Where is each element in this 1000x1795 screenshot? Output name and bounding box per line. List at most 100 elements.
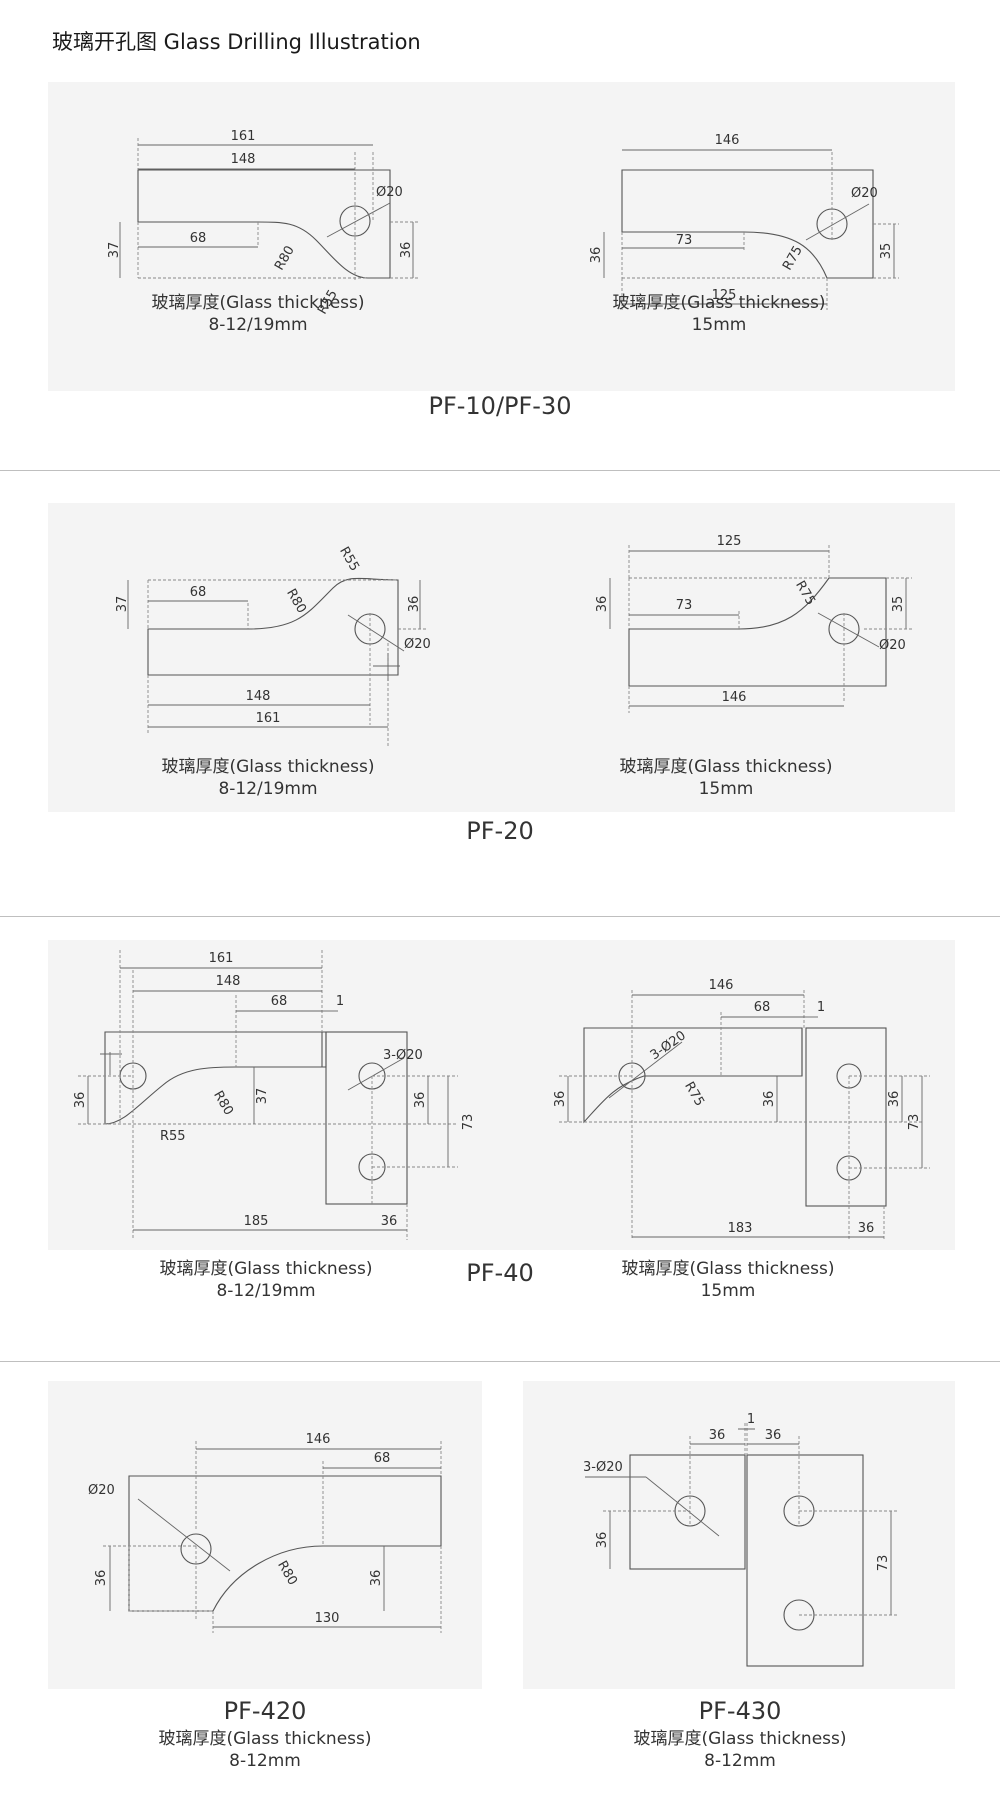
- drawing-panel-pf40-right: 146 68 1 36 36 36 73 R75 3-Ø20 183 36: [484, 940, 955, 1250]
- model-label-pf10-pf30: PF-10/PF-30: [428, 392, 572, 420]
- dim-hole: Ø20: [404, 637, 431, 652]
- dim-130: 130: [315, 1611, 340, 1626]
- dim-73: 73: [676, 233, 693, 248]
- dim-68: 68: [190, 231, 207, 246]
- dim-125: 125: [712, 288, 737, 303]
- drawing-pf430: 1 36 36 3-Ø20 36 73: [583, 1412, 898, 1667]
- drawing-panel-pf420: 146 68 Ø20 36 36 R80 130: [48, 1381, 482, 1689]
- dim-hole: Ø20: [376, 185, 403, 200]
- dim-hole: Ø20: [851, 186, 878, 201]
- dim-73: 73: [676, 598, 693, 613]
- glass-thickness-label: 玻璃厚度(Glass thickness): [151, 293, 365, 313]
- glass-thickness-value: 8-12mm: [704, 1751, 776, 1771]
- glass-thickness-caption: 玻璃厚度(Glass thickness) 15mm: [569, 292, 869, 336]
- glass-thickness-value: 8-12mm: [229, 1751, 301, 1771]
- glass-thickness-value: 15mm: [698, 779, 754, 799]
- glass-thickness-value: 8-12/19mm: [218, 779, 318, 799]
- dim-36b: 36: [762, 1091, 777, 1108]
- dim-r75: R75: [792, 578, 818, 608]
- dim-r80: R80: [274, 1558, 300, 1588]
- drawing-panel-pf20-right: 125 73 146 36 35 R75 Ø20 玻璃厚度(Glass thic…: [484, 503, 955, 812]
- glass-thickness-label: 玻璃厚度(Glass thickness): [612, 293, 826, 313]
- glass-thickness-caption: 玻璃厚度(Glass thickness) 15mm: [576, 756, 876, 800]
- dim-36: 36: [399, 242, 414, 259]
- model-label-pf20: PF-20: [466, 817, 534, 845]
- dim-68: 68: [754, 1000, 771, 1015]
- dim-73: 73: [876, 1555, 891, 1572]
- dim-183: 183: [728, 1221, 753, 1236]
- dim-holes: 3-Ø20: [648, 1028, 689, 1063]
- dim-36c: 36: [381, 1214, 398, 1229]
- glass-thickness-value: 8-12/19mm: [208, 315, 308, 335]
- glass-thickness-label: 玻璃厚度(Glass thickness): [161, 757, 375, 777]
- dim-68: 68: [190, 585, 207, 600]
- dim-146: 146: [709, 978, 734, 993]
- dim-36a: 36: [94, 1570, 109, 1587]
- drawing-panel-pf40-left: 161 148 68 1 36 37 36 73 R80 R55 3-Ø20 1…: [48, 940, 484, 1250]
- drawing-pf20-8-12: 148 161 68 37 36 R80 R55 Ø20: [115, 544, 431, 748]
- drawing-panel-pf20-left: 148 161 68 37 36 R80 R55 Ø20 玻璃厚度(Glass …: [48, 503, 484, 812]
- dim-35: 35: [891, 596, 906, 613]
- drawing-panel-pf10-right: 146 73 125 36 35 R75 Ø20 玻璃厚度(Glass thic…: [484, 82, 955, 391]
- glass-thickness-label: 玻璃厚度(Glass thickness): [621, 1259, 835, 1279]
- drawing-pf10-15: 146 73 125 36 35 R75 Ø20: [589, 133, 899, 310]
- dim-36b: 36: [369, 1570, 384, 1587]
- glass-thickness-label: 玻璃厚度(Glass thickness): [159, 1259, 373, 1279]
- drawing-pf20-15: 125 73 146 36 35 R75 Ø20: [595, 534, 912, 713]
- glass-thickness-caption: 玻璃厚度(Glass thickness) 8-12/19mm: [118, 756, 418, 800]
- glass-thickness-caption: 玻璃厚度(Glass thickness) 8-12/19mm: [108, 292, 408, 336]
- dim-r80: R80: [283, 586, 309, 616]
- dim-36: 36: [407, 596, 422, 613]
- dim-161: 161: [231, 129, 256, 144]
- glass-thickness-label: 玻璃厚度(Glass thickness): [158, 1729, 372, 1749]
- dim-148: 148: [216, 974, 241, 989]
- dim-35: 35: [879, 243, 894, 260]
- dim-r80: R80: [272, 243, 298, 273]
- dim-36b: 36: [413, 1092, 428, 1109]
- section-divider: [0, 916, 1000, 917]
- dim-161: 161: [209, 951, 234, 966]
- glass-thickness-label: 玻璃厚度(Glass thickness): [633, 1729, 847, 1749]
- dim-holes: 3-Ø20: [583, 1460, 623, 1475]
- dim-gap1: 1: [817, 1000, 825, 1015]
- drawing-panel-pf10-left: 161 148 68 37 36 R80 R55 Ø20 玻璃厚度(Glass …: [48, 82, 484, 391]
- dim-gap1: 1: [747, 1412, 755, 1427]
- dim-r80: R80: [210, 1088, 236, 1118]
- dim-r75: R75: [681, 1079, 707, 1109]
- dim-r75: R75: [780, 243, 806, 273]
- glass-thickness-label: 玻璃厚度(Glass thickness): [619, 757, 833, 777]
- dim-148: 148: [231, 152, 256, 167]
- glass-thickness-caption: 玻璃厚度(Glass thickness) 8-12mm: [590, 1728, 890, 1772]
- section-divider: [0, 1361, 1000, 1362]
- dim-36: 36: [589, 247, 604, 264]
- dim-146: 146: [722, 690, 747, 705]
- dim-r55: R55: [160, 1129, 186, 1144]
- glass-thickness-value: 8-12/19mm: [216, 1281, 316, 1301]
- drawing-panel-pf430: 1 36 36 3-Ø20 36 73: [523, 1381, 955, 1689]
- dim-36d: 36: [858, 1221, 875, 1236]
- drawing-pf10-8-12: 161 148 68 37 36 R80 R55 Ø20: [107, 129, 418, 317]
- drawing-pf40-8-12: 161 148 68 1 36 37 36 73 R80 R55 3-Ø20 1…: [73, 950, 476, 1240]
- dim-36a: 36: [553, 1091, 568, 1108]
- dim-146: 146: [715, 133, 740, 148]
- dim-125: 125: [717, 534, 742, 549]
- dim-36c: 36: [887, 1091, 902, 1108]
- model-label-pf40: PF-40: [466, 1259, 534, 1287]
- dim-gap1: 1: [336, 994, 344, 1009]
- dim-161: 161: [256, 711, 281, 726]
- dim-r55: R55: [336, 544, 362, 574]
- model-label-pf420: PF-420: [223, 1697, 307, 1725]
- glass-thickness-caption: 玻璃厚度(Glass thickness) 8-12/19mm: [116, 1258, 416, 1302]
- model-label-pf430: PF-430: [698, 1697, 782, 1725]
- dim-148: 148: [246, 689, 271, 704]
- dim-68: 68: [374, 1451, 391, 1466]
- dim-36b: 36: [765, 1428, 782, 1443]
- dim-36a: 36: [709, 1428, 726, 1443]
- glass-thickness-value: 15mm: [691, 315, 747, 335]
- dim-73: 73: [461, 1114, 476, 1131]
- dim-68: 68: [271, 994, 288, 1009]
- dim-36c: 36: [595, 1532, 610, 1549]
- glass-thickness-caption: 玻璃厚度(Glass thickness) 8-12mm: [115, 1728, 415, 1772]
- drawing-pf40-15: 146 68 1 36 36 36 73 R75 3-Ø20 183 36: [553, 978, 930, 1240]
- drawing-pf420: 146 68 Ø20 36 36 R80 130: [88, 1432, 442, 1633]
